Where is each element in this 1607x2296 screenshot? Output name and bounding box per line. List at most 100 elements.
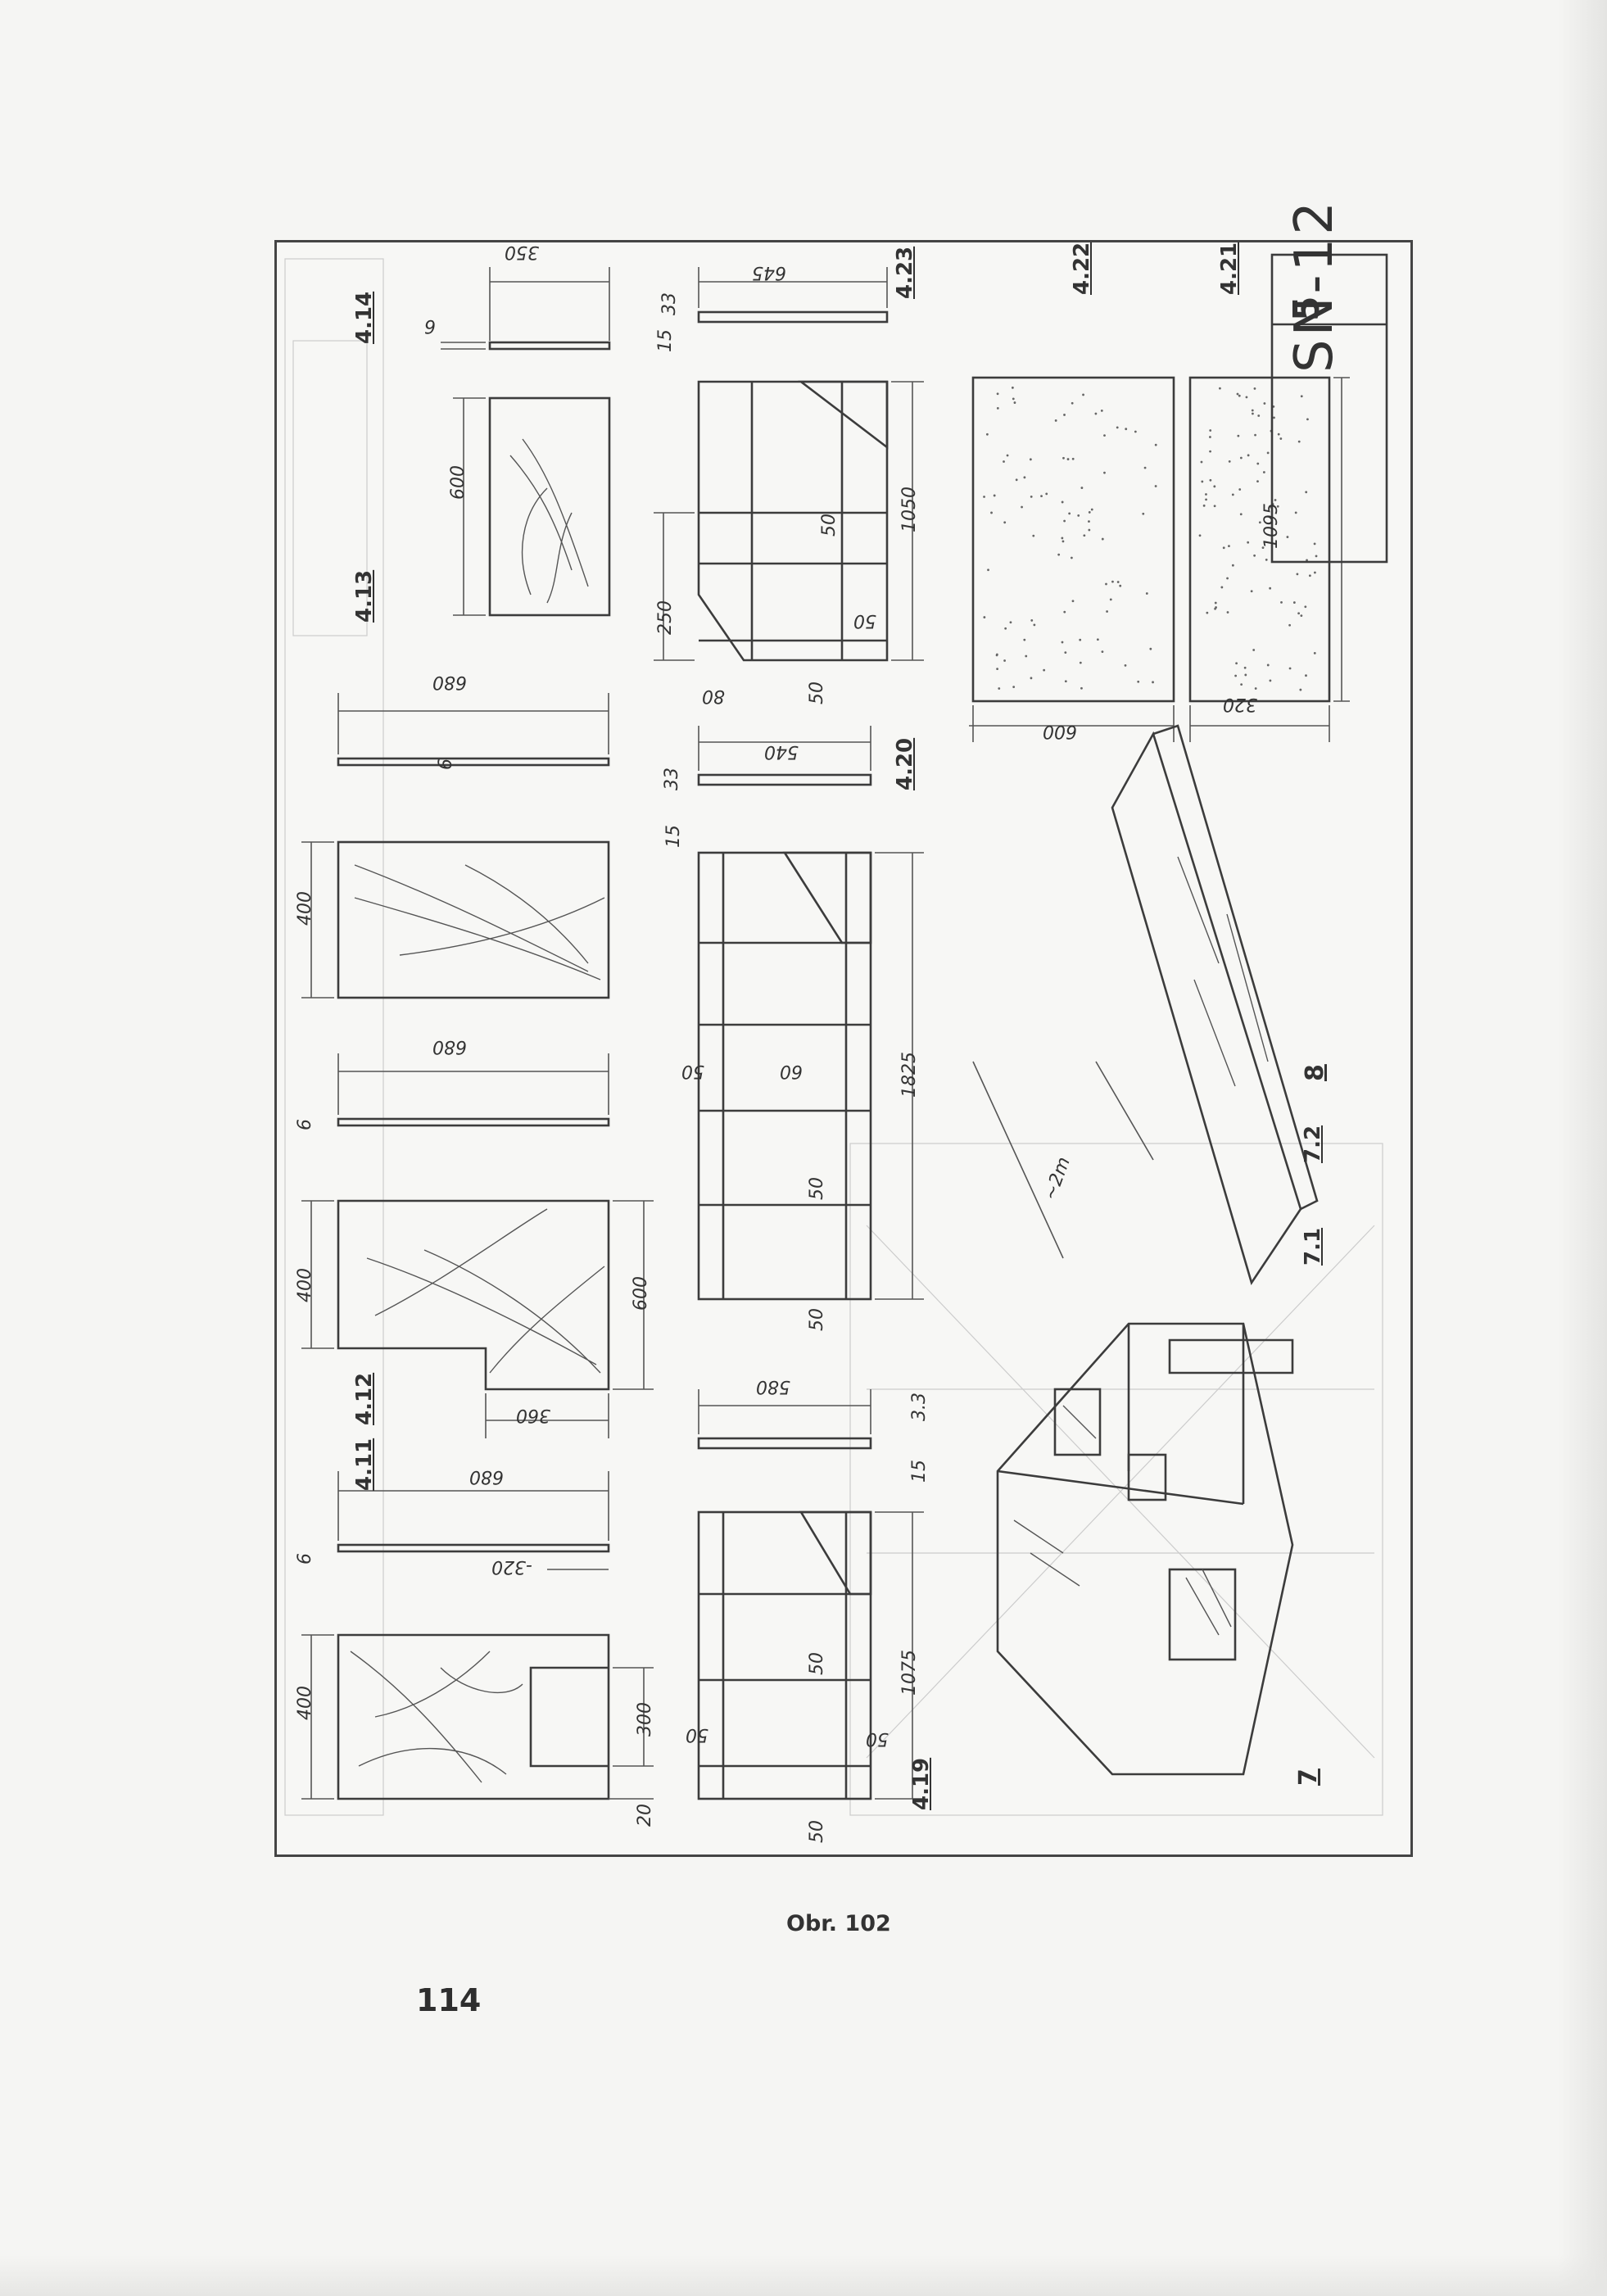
speckle-dot [1012,686,1016,689]
speckle-dot [1004,627,1007,630]
page-bottom-shadow [0,2255,1607,2296]
dimension-d-400-b: 400 [295,1268,315,1302]
figure-caption: Obr. 102 [786,1911,891,1936]
speckle-dot [987,568,989,572]
speckle-dot [1143,466,1147,469]
part-label-4-23: 4.23 [893,246,917,299]
dimension-d-320-a: -320 [491,1556,532,1577]
speckle-dot [1258,521,1261,524]
speckle-dot [1202,504,1206,507]
dimension-d-400-a: 400 [295,891,315,926]
speckle-dot [1149,647,1152,650]
part-label-7-2: 7.2 [1301,1125,1325,1163]
speckle-dot [996,668,998,671]
speckle-dot [1198,534,1202,537]
dimension-d-400-c: 400 [295,1686,315,1720]
dimension-d-1095: 1095 [1261,503,1282,549]
speckle-dot [1088,528,1091,532]
speckle-dot [1280,600,1283,604]
speckle-dot [1226,577,1229,580]
speckle-dot [1080,686,1083,690]
speckle-dot [1277,432,1280,436]
dimension-d-50-b: 50 [853,610,876,631]
part-4-23-drawing [654,267,924,662]
speckle-dot [1214,601,1217,605]
part-label-4-20: 4.20 [893,737,917,790]
speckle-dot [1101,537,1104,541]
speckle-dot [1300,395,1303,398]
speckle-dot [1226,611,1229,614]
dimension-d-360: 360 [516,1405,550,1425]
speckle-dot [1009,621,1012,624]
speckle-dot [1119,584,1122,587]
speckle-dot [1219,387,1221,390]
speckle-dot [1070,556,1073,559]
speckle-dot [1236,392,1239,396]
speckle-dot [1003,659,1006,662]
speckle-dot [1111,580,1114,583]
speckle-dot [1257,414,1261,417]
speckle-dot [1263,402,1266,405]
dimension-d-15-b: 15 [663,825,684,848]
speckle-dot [1239,513,1243,516]
speckle-dot [1109,598,1112,601]
part-label-4-14: 4.14 [352,291,377,344]
speckle-dot [1021,505,1023,509]
part-label-4-11: 4.11 [352,1438,377,1491]
speckle-dot [1231,564,1234,567]
dimension-d-1050: 1050 [899,487,920,532]
dimension-d-320-b: 320 [1223,694,1257,714]
speckle-dot [993,494,996,497]
dimension-d-50-g: 50 [807,1652,827,1675]
speckle-dot [1040,495,1043,498]
shelter-isometric [996,1322,1294,1776]
speckle-dot [1106,610,1108,613]
speckle-dot [1116,581,1120,583]
speckle-dot [1252,412,1254,415]
speckle-dot [1288,623,1291,627]
speckle-dot [1137,680,1140,683]
speckle-dot [1066,458,1070,460]
speckle-dot [1152,681,1154,684]
part-4-12-drawing [301,1053,654,1438]
speckle-dot [1061,641,1064,644]
dimension-d-15-a: 15 [655,329,676,352]
speckle-dot [1238,488,1242,491]
dimension-d-6-a: 6 [424,315,436,336]
parts-4-21-4-22-panels [969,376,1350,742]
speckle-dot [1305,491,1308,494]
speckle-dot [1262,471,1265,473]
speckle-dot [1033,623,1036,627]
speckle-dot [1269,679,1272,682]
speckle-dot [1023,638,1026,641]
speckle-dot [1061,500,1064,504]
dimension-d-580: 580 [756,1376,790,1397]
speckle-dot [1200,460,1203,464]
speckle-dot [1228,460,1231,463]
speckle-dot [1245,396,1248,399]
speckle-dot [1297,612,1301,615]
speckle-dot [1124,663,1127,667]
speckle-dot [1300,614,1303,618]
panel-speckle-texture [983,386,1318,691]
speckle-dot [1088,511,1091,514]
speckle-dot [1243,666,1247,669]
dimension-d-300: 300 [635,1702,655,1737]
roof-panel-isometric [972,724,1319,1286]
part-4-13-drawing [301,693,610,999]
speckle-dot [1068,512,1071,515]
dimension-d-50-f: 50 [807,1308,827,1331]
speckle-dot [1238,394,1241,397]
speckle-dot [1057,553,1061,556]
speckle-dot [1105,582,1107,586]
dimension-d-250: 250 [655,600,676,635]
page-number: 114 [416,1982,482,2018]
speckle-dot [1080,487,1084,489]
speckle-dot [1100,410,1103,412]
speckle-dot [1288,667,1292,670]
speckle-dot [1077,514,1080,517]
dimension-d-600-c: 600 [1043,721,1077,741]
part-4-19-drawing [697,1389,924,1800]
speckle-dot [1273,416,1275,419]
part-label-4-22: 4.22 [1070,242,1094,295]
